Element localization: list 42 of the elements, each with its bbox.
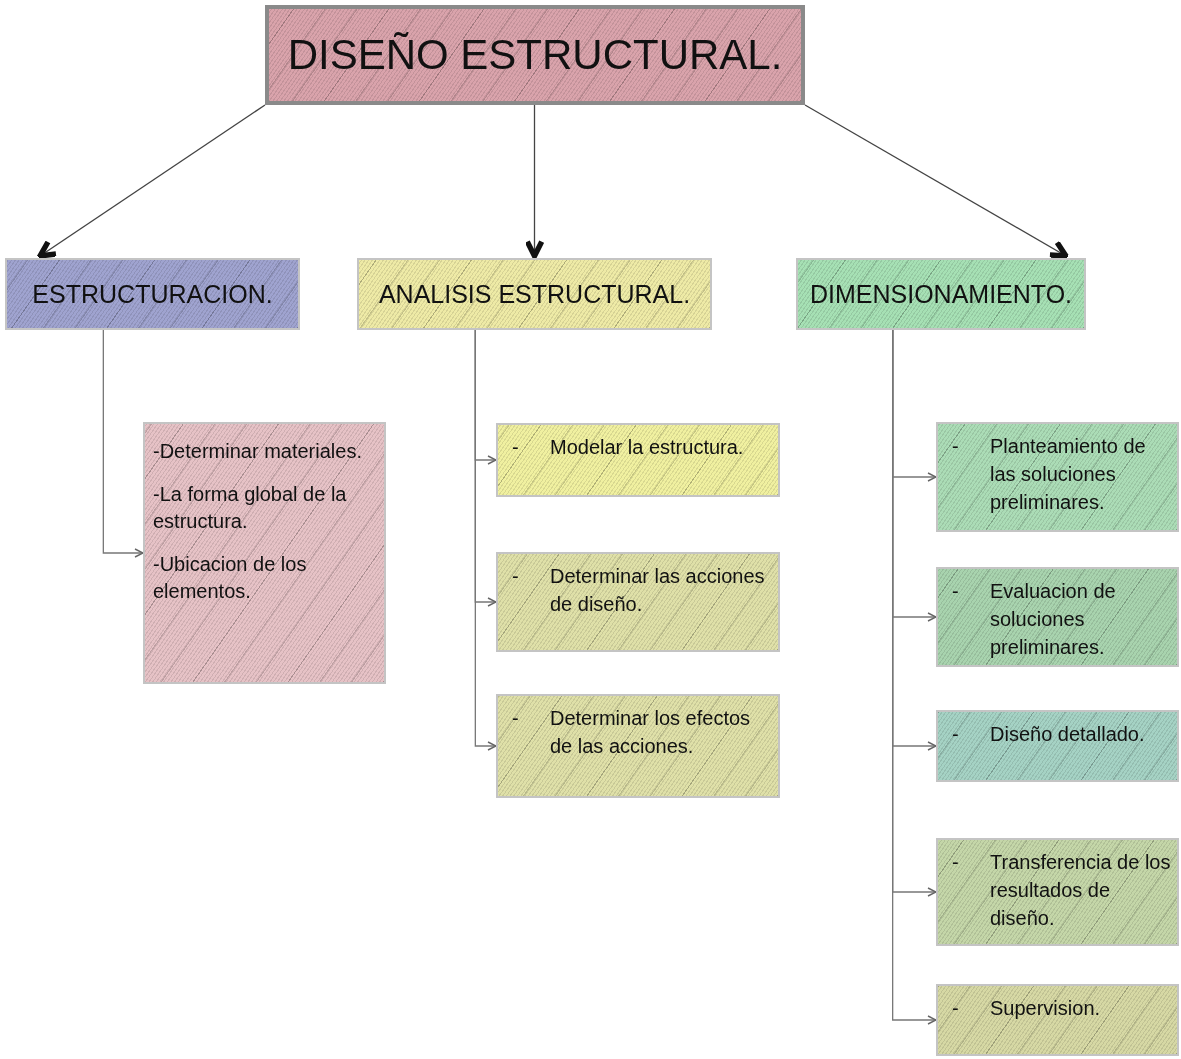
bullet-dash: -	[952, 850, 960, 875]
step-box	[936, 838, 1179, 946]
step-box	[496, 423, 780, 497]
step-text: -Ubicacion de los elementos.	[153, 552, 308, 604]
title-text: DISEÑO ESTRUCTURAL.	[287, 31, 783, 79]
step-box	[496, 552, 780, 652]
step-text: Supervision.	[990, 996, 1102, 1021]
step-text: Transferencia de los resultados de diseño.	[990, 850, 1171, 931]
step-box	[936, 710, 1179, 782]
arrow	[37, 104, 266, 259]
step-text: -La forma global de la estructura.	[153, 482, 348, 534]
heading-text: DIMENSIONAMIENTO.	[809, 279, 1073, 309]
arrow	[102, 329, 144, 558]
category-box	[5, 258, 300, 330]
step-text: Planteamiento de las soluciones preliminares.	[990, 434, 1147, 515]
step-box	[936, 984, 1179, 1056]
arrow	[474, 329, 497, 751]
step-box	[936, 422, 1179, 532]
step-box	[496, 694, 780, 798]
category-box	[796, 258, 1086, 330]
arrow	[804, 104, 1069, 259]
bullet-dash: -	[952, 996, 960, 1021]
step-text: Determinar las acciones de diseño.	[550, 564, 766, 617]
step-text: Determinar los efectos de las acciones.	[550, 706, 752, 759]
bullet-dash: -	[952, 722, 960, 747]
step-box	[936, 567, 1179, 667]
bullet-dash: -	[952, 579, 960, 604]
heading-text: ESTRUCTURACION.	[32, 279, 273, 309]
arrow	[524, 104, 545, 259]
step-box	[143, 422, 386, 684]
category-box	[357, 258, 712, 330]
step-text: Diseño detallado.	[990, 722, 1146, 747]
bullet-dash: -	[512, 706, 520, 731]
step-text: Modelar la estructura.	[550, 435, 745, 460]
heading-text: ANALISIS ESTRUCTURAL.	[378, 279, 691, 309]
bullet-dash: -	[512, 564, 520, 589]
bullet-dash: -	[512, 435, 520, 460]
arrow	[892, 329, 937, 1025]
step-text: Evaluacion de soluciones preliminares.	[990, 579, 1117, 660]
title-box	[265, 5, 805, 105]
step-text: -Determinar materiales.	[153, 439, 363, 464]
bullet-dash: -	[952, 434, 960, 459]
